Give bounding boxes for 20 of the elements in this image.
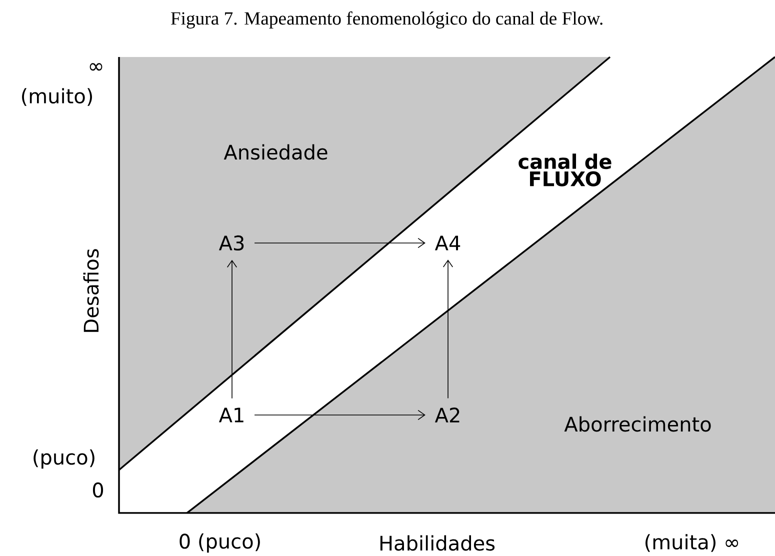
point-label: A3 bbox=[218, 235, 244, 251]
axis-label: (puco) bbox=[34, 449, 94, 469]
point-label: A2 bbox=[434, 408, 460, 422]
axis-title: Habilidades bbox=[380, 535, 495, 551]
arrow bbox=[254, 410, 426, 420]
axis-label: 0 (puco) bbox=[180, 533, 260, 553]
axis-title: Desafios bbox=[83, 249, 99, 332]
axis-label: (muita) ∞ bbox=[646, 534, 738, 552]
point-label: A4 bbox=[434, 236, 460, 250]
point-label: A1 bbox=[218, 408, 244, 422]
axis-label: 0 bbox=[92, 482, 104, 498]
arrow bbox=[226, 260, 238, 399]
arrow bbox=[442, 260, 454, 399]
region-label: Ansiedade bbox=[224, 144, 328, 160]
arrow bbox=[254, 238, 426, 248]
region-label: canal de FLUXO bbox=[518, 154, 612, 186]
region-label: Aborrecimento bbox=[564, 416, 711, 432]
axis-end-label: ∞ bbox=[90, 63, 102, 71]
title: Figura 7. Mapeamento fenomenológico do canal de Flow. bbox=[170, 11, 602, 29]
axis-label: (muito) bbox=[22, 88, 92, 106]
